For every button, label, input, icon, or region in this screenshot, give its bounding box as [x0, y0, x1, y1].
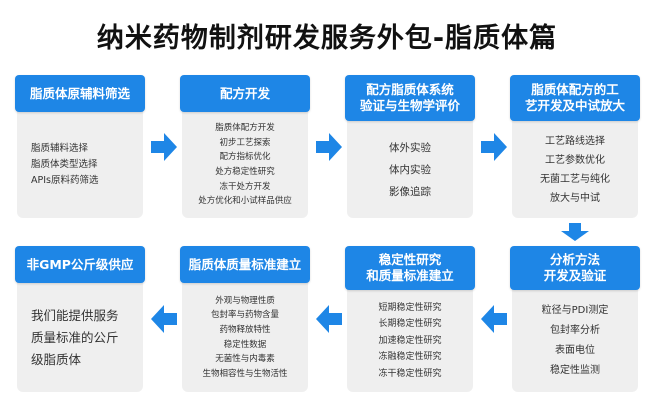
step-item: 冻干稳定性研究	[378, 368, 442, 379]
step-item: 工艺路线选择	[545, 135, 605, 147]
step-item: 包封率与药物含量	[210, 310, 279, 321]
arrow-left-icon	[151, 305, 177, 333]
page-title: 纳米药物制剂研发服务外包-脂质体篇	[96, 23, 558, 54]
step-item: 放大与中试	[550, 192, 600, 204]
step-item: 质量标准的公斤	[31, 329, 119, 345]
step-items: 外观与物理性质 包封率与药物含量 药物释放特性 稳定性数据 无菌性与内毒素 生物…	[182, 283, 308, 392]
step-heading: 脂质体原辅料筛选	[15, 75, 145, 112]
step-item: 脂质体配方开发	[215, 123, 275, 134]
step-item: 体外实验	[389, 141, 431, 154]
step-item: 加速稳定性研究	[378, 335, 442, 346]
step-item: 外观与物理性质	[215, 295, 275, 306]
step-heading-line: 脂质体配方的工	[531, 82, 619, 97]
step-card-process-scale-up: 脂质体配方的工 艺开发及中试放大 工艺路线选择 工艺参数优化 无菌工艺与纯化 放…	[510, 75, 640, 218]
step-heading-line: 开发及验证	[543, 268, 607, 283]
step-card-formulation-development: 配方开发 脂质体配方开发 初步工艺探索 配方指标优化 处方稳定性研究 冻干处方开…	[180, 75, 310, 218]
step-heading-line: 和质量标准建立	[366, 268, 454, 283]
arrow-down-icon	[561, 223, 589, 241]
step-item: 粒径与PDI测定	[541, 305, 609, 316]
step-items: 粒径与PDI测定 包封率分析 表面电位 稳定性监测	[512, 290, 638, 392]
step-item: 脂质体类型选择	[31, 159, 98, 170]
step-card-quality-standard: 脂质体质量标准建立 外观与物理性质 包封率与药物含量 药物释放特性 稳定性数据 …	[180, 246, 310, 392]
step-items: 工艺路线选择 工艺参数优化 无菌工艺与纯化 放大与中试	[512, 121, 638, 218]
step-heading: 脂质体质量标准建立	[180, 246, 310, 283]
step-heading: 稳定性研究 和质量标准建立	[345, 246, 475, 290]
step-item: APIs原料药筛选	[31, 175, 99, 186]
step-item: 无菌工艺与纯化	[540, 173, 610, 185]
step-card-stability-study: 稳定性研究 和质量标准建立 短期稳定性研究 长期稳定性研究 加速稳定性研究 冻融…	[345, 246, 475, 392]
step-heading-line: 验证与生物学评价	[359, 98, 460, 113]
step-heading: 脂质体配方的工 艺开发及中试放大	[510, 75, 640, 121]
step-item: 稳定性监测	[550, 365, 600, 376]
step-item: 包封率分析	[550, 325, 600, 336]
step-heading: 配方脂质体系统 验证与生物学评价	[345, 75, 475, 121]
step-item: 工艺参数优化	[545, 154, 605, 166]
step-item: 影像追踪	[389, 185, 431, 198]
step-heading: 分析方法 开发及验证	[510, 246, 640, 290]
step-items: 体外实验 体内实验 影像追踪	[347, 121, 473, 218]
arrow-right-icon	[481, 133, 507, 161]
arrow-right-icon	[316, 133, 342, 161]
step-item: 药物释放特性	[219, 324, 271, 335]
step-items: 脂质辅料选择 脂质体类型选择 APIs原料药筛选	[17, 112, 143, 218]
step-heading-line: 艺开发及中试放大	[524, 98, 625, 113]
step-heading: 非GMP公斤级供应	[15, 246, 145, 283]
step-item: 级脂质体	[31, 351, 82, 367]
step-items: 短期稳定性研究 长期稳定性研究 加速稳定性研究 冻融稳定性研究 冻干稳定性研究	[347, 290, 473, 392]
step-item: 表面电位	[555, 345, 595, 356]
step-heading-line: 配方脂质体系统	[366, 82, 454, 97]
step-item: 长期稳定性研究	[378, 319, 442, 330]
step-card-kg-supply: 非GMP公斤级供应 我们能提供服务 质量标准的公斤 级脂质体	[15, 246, 145, 392]
step-heading-line: 稳定性研究	[378, 252, 442, 267]
step-heading-line: 分析方法	[549, 252, 600, 267]
step-card-excipient-screening: 脂质体原辅料筛选 脂质辅料选择 脂质体类型选择 APIs原料药筛选	[15, 75, 145, 218]
step-item: 短期稳定性研究	[378, 302, 442, 313]
step-item: 冻融稳定性研究	[378, 352, 442, 363]
step-item: 体内实验	[389, 163, 431, 176]
arrow-right-icon	[151, 133, 177, 161]
step-item: 冻干处方开发	[219, 181, 271, 192]
step-item: 处方优化和小试样品供应	[198, 196, 292, 207]
step-heading: 配方开发	[180, 75, 310, 112]
step-item: 脂质辅料选择	[31, 143, 89, 154]
step-items: 我们能提供服务 质量标准的公斤 级脂质体	[17, 283, 143, 392]
step-item: 配方指标优化	[219, 152, 271, 163]
step-item: 无菌性与内毒素	[215, 354, 275, 365]
arrow-left-icon	[481, 305, 507, 333]
arrow-left-icon	[316, 305, 342, 333]
step-item: 处方稳定性研究	[215, 167, 275, 177]
step-card-analytical-methods: 分析方法 开发及验证 粒径与PDI测定 包封率分析 表面电位 稳定性监测	[510, 246, 640, 392]
step-item: 生物相容性与生物活性	[202, 368, 288, 379]
step-item: 我们能提供服务	[31, 307, 119, 323]
step-card-system-validation: 配方脂质体系统 验证与生物学评价 体外实验 体内实验 影像追踪	[345, 75, 475, 218]
step-item: 稳定性数据	[223, 339, 267, 350]
step-item: 初步工艺探索	[219, 137, 271, 148]
step-items: 脂质体配方开发 初步工艺探索 配方指标优化 处方稳定性研究 冻干处方开发 处方优…	[182, 112, 308, 218]
